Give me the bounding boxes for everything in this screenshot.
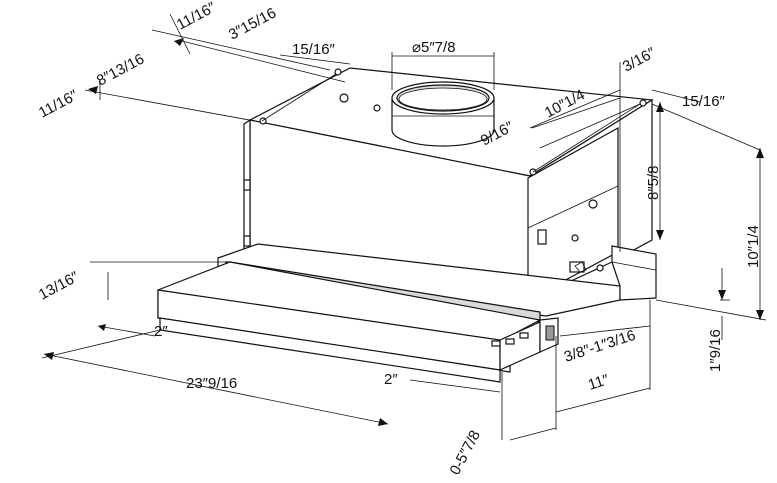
screw-icon	[339, 93, 349, 103]
dim-label-1-9-16: 1″9/16	[707, 329, 724, 372]
dim-label-11-16-top: 11/16″	[174, 0, 219, 34]
dim-label-3-15-16: 3″15/16	[226, 4, 279, 43]
dim-label-2-left: 2″	[154, 323, 168, 340]
dim-label-0-5-7-8: 0-5″7/8	[447, 428, 484, 478]
dim-label-11: 11″	[586, 371, 612, 394]
control-button	[491, 340, 501, 347]
dim-label-15-16-top: 15/16″	[292, 41, 336, 58]
duct-collar	[391, 81, 495, 147]
dim-label-2-right: 2″	[384, 371, 398, 388]
dim-label-10-1-4-height: 10″1/4	[745, 225, 762, 268]
dim-label-duct-diameter: ⌀5″7/8	[412, 39, 456, 56]
control-button	[505, 338, 515, 345]
dim-label-8-13-16: 8″13/16	[94, 50, 147, 89]
dim-label-11-16-left: 11/16″	[36, 87, 81, 122]
dimension-lines	[41, 13, 767, 441]
control-button	[519, 332, 529, 339]
dim-label-15-16-right: 15/16″	[682, 93, 726, 110]
dim-label-13-16: 13/16″	[36, 268, 82, 303]
dim-label-3-8-1-3-16: 3/8″-1″3/16	[562, 327, 638, 366]
dim-label-3-16: 3/16″	[620, 44, 659, 76]
dim-label-23-9-16: 23″9/16	[186, 375, 237, 392]
dim-label-8-5-8: 8″5/8	[645, 165, 662, 200]
control-bracket	[569, 261, 585, 273]
